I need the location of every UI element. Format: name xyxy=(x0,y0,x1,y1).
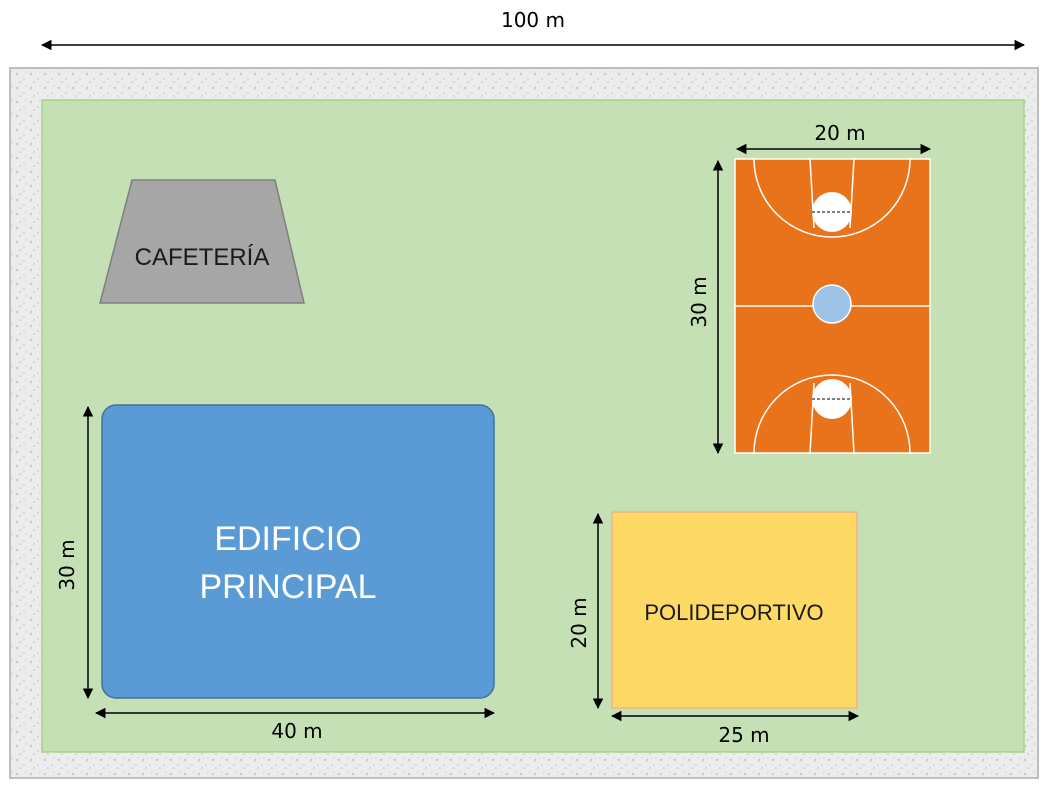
center-circle xyxy=(812,284,852,324)
cafeteria-building xyxy=(99,179,305,304)
main-building-width-label: 40 m xyxy=(271,719,322,743)
main-building-label-line2: PRINCIPAL xyxy=(200,568,377,606)
sports-hall xyxy=(611,511,858,709)
court-width-label: 20 m xyxy=(814,121,865,145)
sports-hall-width-label: 25 m xyxy=(718,723,769,747)
basketball-court xyxy=(734,158,931,454)
cafeteria-label: CAFETERÍA xyxy=(135,244,270,271)
sports-hall-label: POLIDEPORTIVO xyxy=(644,600,823,625)
main-building-label-line1: EDIFICIO xyxy=(214,520,361,558)
sports-hall-height-label: 20 m xyxy=(567,597,591,648)
court-height-label: 30 m xyxy=(687,276,711,327)
total-width-label: 100 m xyxy=(501,8,565,32)
main-building-height-label: 30 m xyxy=(55,539,79,590)
main-building xyxy=(101,404,495,699)
